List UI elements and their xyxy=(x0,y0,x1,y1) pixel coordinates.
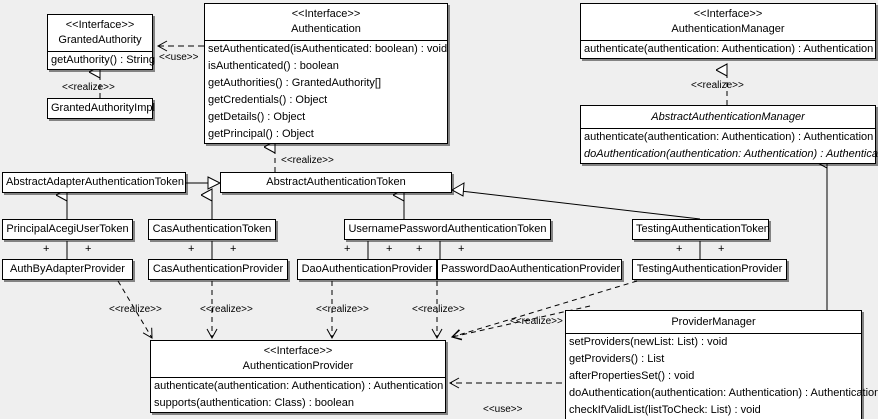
class-auth-by-adapter-provider[interactable]: AuthByAdapterProvider xyxy=(2,259,133,280)
class-cas-authentication-token[interactable]: CasAuthenticationToken xyxy=(148,219,276,240)
method-row: afterPropertiesSet() : void xyxy=(569,370,695,382)
class-name: DaoAuthenticationProvider xyxy=(301,263,433,275)
class-name: CasAuthenticationToken xyxy=(152,223,272,235)
method-row: checkIfValidList(listToCheck: List) : vo… xyxy=(569,404,761,416)
stereotype-label: <<Interface>> xyxy=(693,8,763,20)
method-row: getDetails() : Object xyxy=(208,111,306,123)
multiplicity-plus: + xyxy=(230,243,237,255)
edge-label-realize-dao-authentication-provider: <<realize>> xyxy=(316,304,369,315)
class-name: AbstractAuthenticationToken xyxy=(266,176,406,188)
class-name: AbstractAdapterAuthenticationToken xyxy=(6,176,184,188)
method-row: getCredentials() : Object xyxy=(208,94,328,106)
methods-compartment: getAuthority() : String xyxy=(48,51,155,69)
edge-label-realize-cas-authentication-provider: <<realize>> xyxy=(200,304,253,315)
class-password-dao-authentication-provider[interactable]: PasswordDaoAuthenticationProvider xyxy=(437,259,622,280)
method-row: setProviders(newList: List) : void xyxy=(569,336,728,348)
class-cas-authentication-provider[interactable]: CasAuthenticationProvider xyxy=(148,259,288,280)
edge-label-realize-granted-authority-impl: <<realize>> xyxy=(62,82,115,93)
method-row: getAuthority() : String xyxy=(51,54,155,66)
methods-compartment: setProviders(newList: List) : void getPr… xyxy=(566,333,878,419)
method-row: getPrincipal() : Object xyxy=(208,128,314,140)
method-row: authenticate(authentication: Authenticat… xyxy=(584,131,874,143)
multiplicity-plus: + xyxy=(416,243,423,255)
multiplicity-plus: + xyxy=(43,243,50,255)
class-name: AuthenticationProvider xyxy=(242,360,354,372)
multiplicity-plus: + xyxy=(344,243,351,255)
multiplicity-plus: + xyxy=(676,243,683,255)
methods-compartment: authenticate(authentication: Authenticat… xyxy=(581,128,878,163)
class-granted-authority[interactable]: <<Interface>> GrantedAuthority getAuthor… xyxy=(47,14,155,70)
method-row: doAuthentication(authentication: Authent… xyxy=(584,148,878,160)
class-principal-acegi-user-token[interactable]: PrincipalAcegiUserToken xyxy=(2,219,133,240)
method-row: isAuthenticated() : boolean xyxy=(208,60,339,72)
multiplicity-plus: + xyxy=(85,243,92,255)
class-name: GrantedAuthorityImpl xyxy=(51,102,155,114)
multiplicity-plus: + xyxy=(458,243,465,255)
class-abstract-authentication-token[interactable]: AbstractAuthenticationToken xyxy=(220,172,452,193)
method-row: setAuthenticated(isAuthenticated: boolea… xyxy=(208,43,448,55)
method-row: supports(authentication: Class) : boolea… xyxy=(154,397,354,409)
class-name: TestingAuthenticationToken xyxy=(636,223,770,235)
stereotype-label: <<Interface>> xyxy=(65,19,135,31)
class-name: PrincipalAcegiUserToken xyxy=(6,223,129,235)
edge-label-realize-abstract-authentication-token: <<realize>> xyxy=(281,155,334,166)
method-row: getAuthorities() : GrantedAuthority[] xyxy=(208,77,382,89)
method-row: doAuthentication(authentication: Authent… xyxy=(569,387,878,399)
edge-label-realize-abstract-authentication-manager: <<realize>> xyxy=(691,80,744,91)
class-testing-authentication-provider[interactable]: TestingAuthenticationProvider xyxy=(632,259,787,280)
class-authentication-manager[interactable]: <<Interface>> AuthenticationManager auth… xyxy=(580,3,876,59)
methods-compartment: setAuthenticated(isAuthenticated: boolea… xyxy=(205,40,447,143)
class-name: Authentication xyxy=(291,23,361,35)
method-row: getProviders() : List xyxy=(569,353,665,365)
class-granted-authority-impl[interactable]: GrantedAuthorityImpl xyxy=(47,98,155,119)
class-name: UsernamePasswordAuthenticationToken xyxy=(348,223,547,235)
edge-label-use-provider-manager: <<use>> xyxy=(483,404,523,415)
methods-compartment: authenticate(authentication: Authenticat… xyxy=(581,40,875,58)
class-dao-authentication-provider[interactable]: DaoAuthenticationProvider xyxy=(297,259,437,280)
class-name: PasswordDaoAuthenticationProvider xyxy=(441,263,621,275)
class-abstract-adapter-authentication-token[interactable]: AbstractAdapterAuthenticationToken xyxy=(2,172,186,193)
class-username-password-authentication-token[interactable]: UsernamePasswordAuthenticationToken xyxy=(344,219,551,240)
class-name: ProviderManager xyxy=(671,316,756,328)
edge-label-realize-password-dao-authentication-provider: <<realize>> xyxy=(412,304,465,315)
methods-compartment: authenticate(authentication: Authenticat… xyxy=(151,377,445,412)
method-row: authenticate(authentication: Authenticat… xyxy=(584,43,874,55)
class-name: AuthByAdapterProvider xyxy=(10,263,125,275)
stereotype-label: <<Interface>> xyxy=(291,8,361,20)
stereotype-label: <<Interface>> xyxy=(263,345,333,357)
class-abstract-authentication-manager[interactable]: AbstractAuthenticationManager authentica… xyxy=(580,105,878,164)
class-name: AuthenticationManager xyxy=(671,23,785,35)
class-authentication[interactable]: <<Interface>> Authentication setAuthenti… xyxy=(204,3,448,144)
class-authentication-provider[interactable]: <<Interface>> AuthenticationProvider aut… xyxy=(150,340,446,413)
class-provider-manager[interactable]: ProviderManager setProviders(newList: Li… xyxy=(565,310,878,419)
edge-label-realize-auth-by-adapter-provider: <<realize>> xyxy=(109,304,162,315)
class-name: TestingAuthenticationProvider xyxy=(636,263,783,275)
edge-label-use-granted-authority: <<use>> xyxy=(159,52,199,63)
class-testing-authentication-token[interactable]: TestingAuthenticationToken xyxy=(632,219,770,240)
class-name: CasAuthenticationProvider xyxy=(152,263,284,275)
class-name: AbstractAuthenticationManager xyxy=(651,111,805,123)
method-row: authenticate(authentication: Authenticat… xyxy=(154,380,444,392)
multiplicity-plus: + xyxy=(386,243,393,255)
edge-label-realize-testing-authentication-provider: <<realize>> xyxy=(510,316,563,327)
multiplicity-plus: + xyxy=(188,243,195,255)
multiplicity-plus: + xyxy=(718,243,725,255)
class-name: GrantedAuthority xyxy=(58,34,142,46)
